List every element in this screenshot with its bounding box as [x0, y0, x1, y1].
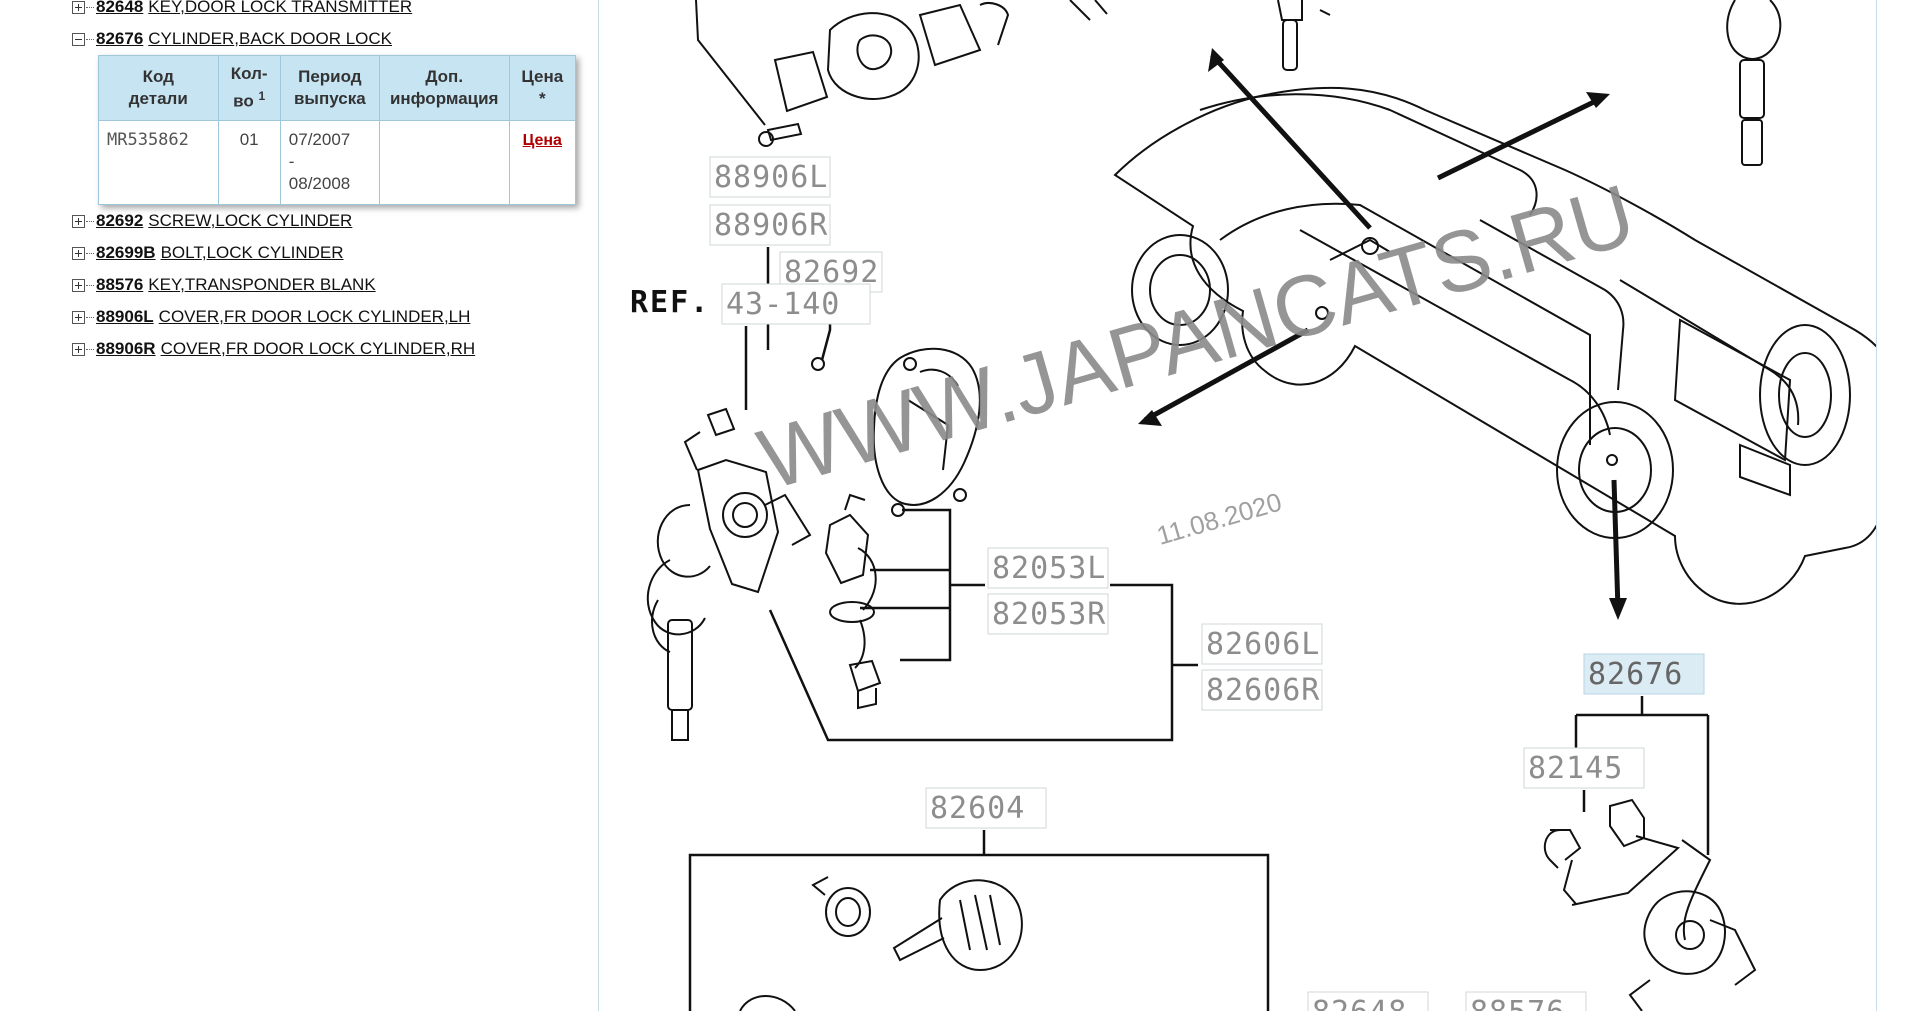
callout-82606R[interactable]: 82606R	[1206, 673, 1320, 708]
callout-82676-box	[1583, 653, 1705, 695]
expand-icon[interactable]	[72, 214, 85, 228]
callout-ref-43-140[interactable]: 43-140	[726, 287, 840, 322]
arrow-front-door	[1210, 53, 1372, 230]
price-link[interactable]: Цена	[522, 132, 562, 149]
callout-82053R[interactable]: 82053R	[992, 597, 1106, 632]
callout-82053L[interactable]: 82053L	[992, 551, 1106, 586]
callout-82606R-box	[1201, 669, 1323, 711]
door-lock-cylinder-icon	[646, 407, 812, 741]
watermark: WWW.JAPANCATS.RU	[749, 167, 1645, 509]
col-header-qty: Кол-во 1	[217, 55, 281, 121]
table-row: MR535862 01 07/2007-08/2008 Цена	[98, 120, 577, 205]
callout-82648[interactable]: 82648	[1312, 995, 1407, 1011]
expand-icon[interactable]	[72, 0, 85, 14]
col-header-info: Доп.информация	[378, 55, 510, 121]
callout-ref-box	[721, 283, 871, 325]
expand-icon[interactable]	[72, 310, 85, 324]
callout-88906L[interactable]: 88906L	[714, 160, 828, 195]
callout-82604-box	[925, 787, 1047, 829]
collapse-icon[interactable]	[72, 32, 85, 46]
expand-icon[interactable]	[72, 278, 85, 292]
expand-icon[interactable]	[72, 246, 85, 260]
callout-82145[interactable]: 82145	[1528, 751, 1623, 786]
expand-icon[interactable]	[72, 342, 85, 356]
callout-82604[interactable]: 82604	[930, 791, 1025, 826]
callout-82606L[interactable]: 82606L	[1206, 627, 1320, 662]
lock-cylinder-cover-icon	[872, 347, 981, 506]
callout-82606L-box	[1201, 623, 1323, 665]
callout-88576-box	[1465, 991, 1587, 1011]
parts-diagram: 88906L 88906R 82692 REF. 43-140	[630, 0, 1876, 1011]
vehicle-outline-icon	[1113, 86, 1876, 605]
key-icon	[1277, 0, 1331, 71]
callout-88906R[interactable]: 88906R	[714, 208, 828, 243]
watermark-date: 11.08.2020	[1153, 487, 1285, 551]
callout-88576[interactable]: 88576	[1470, 995, 1565, 1011]
lock-set-parts-icon	[739, 876, 1023, 1011]
arrow-cylinder	[1143, 327, 1310, 423]
cell-period: 07/2007-08/2008	[279, 120, 380, 205]
arrow-key	[1436, 95, 1604, 181]
lock-mechanism-top-icon	[695, 0, 1108, 147]
callout-88906L-box	[709, 156, 831, 198]
arrow-back-door	[1611, 479, 1621, 611]
callout-88906R-box	[709, 204, 831, 246]
ref-label: REF.	[630, 285, 710, 320]
callout-82053L-box	[987, 547, 1109, 589]
callout-82145-box	[1523, 747, 1645, 789]
panel-border	[1876, 0, 1877, 1011]
lock-switch-icon	[824, 493, 905, 710]
cell-info	[378, 120, 510, 205]
cell-qty: 01	[217, 120, 281, 205]
cell-part-code: MR535862	[98, 120, 219, 205]
callout-82053R-box	[987, 593, 1109, 635]
cell-price: Цена	[508, 120, 577, 205]
callout-82676[interactable]: 82676	[1588, 657, 1683, 692]
back-door-cylinder-icon	[1543, 798, 1757, 1011]
col-header-price: Цена*	[508, 55, 577, 121]
callout-82648-box	[1307, 991, 1429, 1011]
panel-divider	[598, 0, 599, 1011]
key-remote-icon	[1726, 0, 1782, 166]
